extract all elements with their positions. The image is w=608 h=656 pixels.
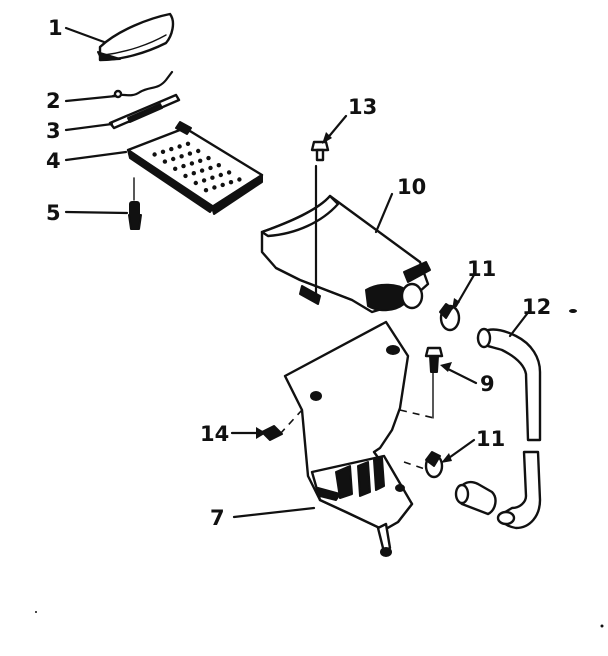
tray-hole bbox=[152, 152, 157, 157]
tray-hole bbox=[183, 173, 188, 179]
tray-hole bbox=[179, 154, 184, 159]
callout-1: 1 bbox=[48, 16, 63, 40]
callout-11-upper: 11 bbox=[467, 257, 496, 281]
callout-5: 5 bbox=[46, 201, 61, 225]
callout-10: 10 bbox=[397, 175, 426, 199]
callout-13: 13 bbox=[348, 95, 377, 119]
tray-hole bbox=[206, 155, 211, 161]
callout-11-lower: 11 bbox=[476, 427, 505, 451]
part-4-grid-tray bbox=[126, 121, 264, 215]
tray-hole bbox=[226, 170, 232, 175]
part-9-screw bbox=[424, 346, 444, 373]
tray-hole bbox=[216, 163, 221, 168]
tray-hole bbox=[173, 166, 178, 171]
callout-12: 12 bbox=[522, 295, 551, 319]
part-5-screw bbox=[128, 177, 142, 230]
callout-2: 2 bbox=[46, 89, 61, 113]
tray-hole bbox=[160, 149, 166, 154]
tray-hole bbox=[196, 148, 201, 154]
tray-hole bbox=[189, 161, 195, 166]
callout-7: 7 bbox=[210, 506, 225, 530]
part-7-mounting-plate bbox=[283, 320, 435, 557]
tray-hole bbox=[228, 180, 234, 185]
tray-hole bbox=[169, 146, 174, 152]
part-2-spring bbox=[111, 70, 174, 99]
tray-hole bbox=[187, 151, 193, 156]
part-13-screw bbox=[310, 140, 330, 162]
tray-hole bbox=[177, 144, 182, 149]
tray-hole bbox=[237, 177, 242, 182]
tray-hole bbox=[191, 171, 196, 176]
part-11-clamp-upper bbox=[439, 303, 461, 332]
part-12-hose bbox=[454, 327, 542, 530]
part-11-clamp-lower bbox=[424, 451, 444, 479]
tray-hole bbox=[199, 168, 205, 173]
tray-hole bbox=[201, 178, 207, 183]
tray-hole bbox=[210, 175, 215, 180]
part-3-strip bbox=[108, 93, 181, 130]
part-14-nut bbox=[261, 409, 303, 441]
tray-hole bbox=[193, 180, 198, 186]
tray-hole bbox=[218, 172, 223, 178]
callout-3: 3 bbox=[46, 119, 61, 143]
tray-hole bbox=[198, 158, 203, 163]
tray-hole bbox=[185, 141, 191, 146]
tray-hole bbox=[220, 182, 225, 188]
tray-hole bbox=[208, 165, 213, 171]
tray-hole bbox=[171, 156, 176, 162]
tray-hole bbox=[212, 185, 217, 190]
tray-hole bbox=[203, 188, 209, 193]
part-10-trough bbox=[260, 164, 431, 314]
tray-hole bbox=[162, 159, 168, 164]
callout-9: 9 bbox=[480, 372, 495, 396]
stray-marks bbox=[35, 309, 604, 628]
callout-14: 14 bbox=[200, 422, 229, 446]
callout-labels: 1 2 3 4 5 7 9 10 11 11 12 13 14 bbox=[46, 16, 551, 530]
callout-4: 4 bbox=[46, 149, 61, 173]
part-1-cover bbox=[97, 12, 175, 62]
leader-lines bbox=[64, 26, 532, 519]
tray-hole bbox=[181, 163, 186, 169]
